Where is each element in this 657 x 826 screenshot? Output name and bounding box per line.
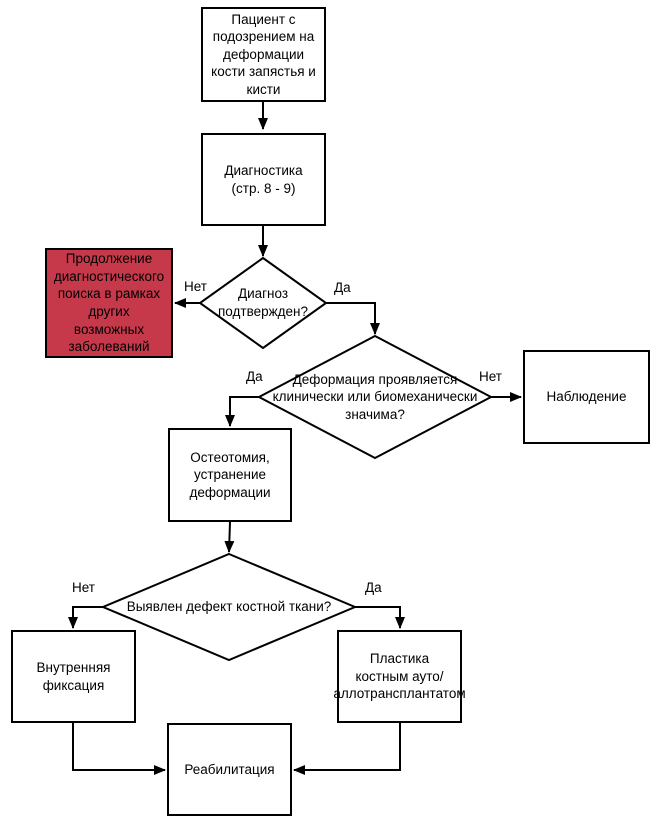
edge-label-defect-yes: Да	[365, 580, 382, 595]
node-rehabilitation: Реабилитация	[167, 723, 292, 816]
edge-grafting-to-rehab	[293, 723, 401, 775]
node-osteotomy: Остеотомия, устранение деформации	[168, 428, 292, 522]
edge-decision3-no	[68, 606, 103, 629]
edge-label-defect-no: Нет	[72, 580, 95, 595]
edge-decision2-yes	[225, 396, 259, 427]
node-internal-fixation: Внутренняя фиксация	[11, 630, 136, 723]
edge-label-significant-no: Нет	[479, 369, 502, 384]
node-continue-diagnostic-search: Продолжение диагностического поиска в ра…	[45, 248, 173, 358]
node-patient-suspected: Пациент с подозрением на деформации кост…	[201, 7, 326, 102]
edge-fixation-to-rehab	[72, 723, 166, 775]
edge-decision1-yes	[326, 302, 380, 335]
node-diagnostics: Диагностика (стр. 8 - 9)	[201, 133, 326, 226]
decision-deformity-significant-label: Деформация проявляется клинически или би…	[272, 371, 478, 422]
decision-diagnosis-confirmed-label: Диагноз подтвержден?	[218, 286, 308, 319]
node-bone-grafting: Пластика костным ауто/ аллотрансплантато…	[333, 630, 466, 723]
decision-bone-defect-shape	[100, 552, 358, 662]
edge-label-diagnosis-no: Нет	[184, 279, 207, 294]
node-observation: Наблюдение	[523, 350, 650, 444]
edge-decision3-yes	[355, 606, 405, 629]
edge-label-diagnosis-yes: Да	[334, 280, 351, 295]
edge-osteotomy-to-decision3	[224, 521, 235, 553]
decision-bone-defect-label: Выявлен дефект костной ткани?	[126, 599, 332, 615]
decision-diagnosis-confirmed-shape	[198, 256, 328, 350]
edge-label-significant-yes: Да	[246, 369, 263, 384]
decision-deformity-significant-shape	[256, 334, 494, 460]
